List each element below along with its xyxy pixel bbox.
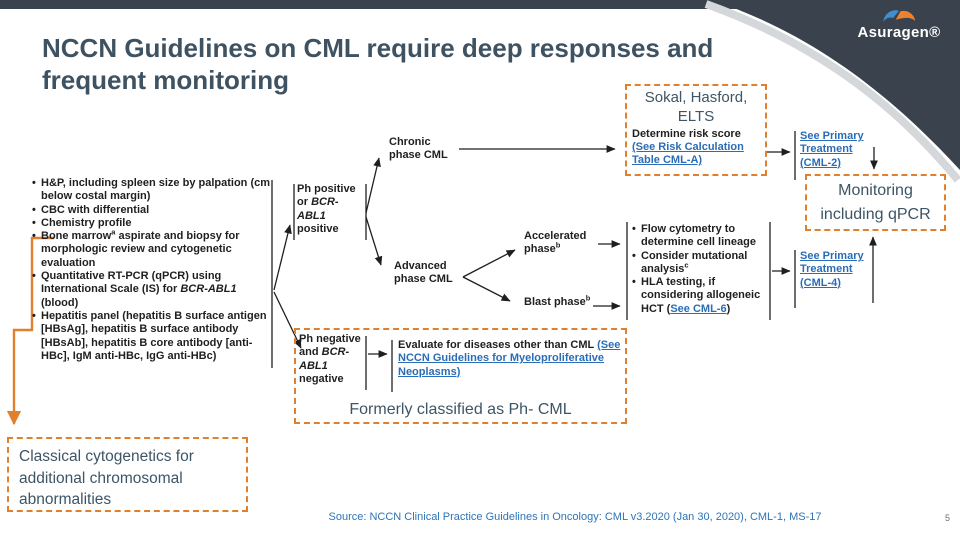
asuragen-logo: Asuragen® [857, 24, 941, 41]
advanced-workup-item: HLA testing, if considering allogeneic H… [632, 276, 769, 316]
page-title: NCCN Guidelines on CML require deep resp… [42, 33, 714, 95]
advanced-workup-item: Consider mutational analysisc [632, 250, 769, 277]
advanced-phase-label: Advanced phase CML [394, 260, 453, 286]
ph-negative-label: Ph negative and BCR-ABL1 negative [299, 333, 361, 385]
risk-calculation-table-cml-a-link[interactable]: (See Risk Calculation Table CML-A) [632, 140, 744, 167]
chronic-phase-label: Chronic phase CML [389, 136, 448, 162]
evaluate-text: Evaluate for diseases other than CML (Se… [398, 339, 621, 378]
workup-item: H&P, including spleen size by palpation … [32, 177, 276, 204]
top-bar [0, 0, 960, 9]
nccn-mpn-guidelines-link[interactable]: (See NCCN Guidelines for Myeloproliferat… [398, 339, 621, 378]
determine-risk-score-text: Determine risk score [632, 127, 741, 140]
see-primary-treatment-cml4[interactable]: See Primary Treatment (CML-4) [800, 250, 872, 290]
monitoring-qpcr-box: Monitoring including qPCR [805, 174, 946, 231]
ph-positive-label: Ph positive or BCR-ABL1 positive [297, 183, 356, 235]
risk-box-heading: Sokal, Hasford, ELTS [644, 89, 748, 125]
advanced-workup-item: Flow cytometry to determine cell lineage [632, 223, 769, 250]
see-primary-treatment-cml-2-link[interactable]: See Primary Treatment (CML-2) [800, 130, 864, 169]
workup-item: Bone marrowa aspirate and biopsy for mor… [32, 228, 276, 270]
blast-phase-label: Blast phaseb [524, 293, 591, 308]
accelerated-phase-label: Accelerated phaseb [524, 230, 587, 256]
logo-swoosh-icon [883, 10, 916, 22]
formerly-ph-neg-box: Formerly classified as Ph- CML [294, 328, 627, 424]
advanced-workup-list: Flow cytometry to determine cell lineage… [632, 223, 769, 316]
see-primary-treatment-cml-4-link[interactable]: See Primary Treatment (CML-4) [800, 250, 864, 289]
risk-calculation-link-block[interactable]: (See Risk Calculation Table CML-A) [632, 141, 760, 168]
risk-score-box: Sokal, Hasford, ELTS Determine risk scor… [625, 84, 767, 176]
classical-cytogenetics-box: Classical cytogenetics for additional ch… [7, 437, 248, 512]
source-citation: Source: NCCN Clinical Practice Guideline… [328, 511, 822, 523]
workup-item: Quantitative RT-PCR (qPCR) using Interna… [32, 270, 276, 310]
page-number: 5 [944, 513, 950, 523]
see-cml-6-link[interactable]: See CML-6 [670, 302, 727, 315]
workup-item: Chemistry profile [32, 217, 276, 231]
see-primary-treatment-cml2[interactable]: See Primary Treatment (CML-2) [800, 130, 872, 170]
workup-item: CBC with differential [32, 204, 276, 218]
formerly-caption: Formerly classified as Ph- CML [349, 401, 572, 418]
workup-list: H&P, including spleen size by palpation … [32, 177, 276, 363]
workup-item: Hepatitis panel (hepatitis B surface ant… [32, 310, 276, 363]
